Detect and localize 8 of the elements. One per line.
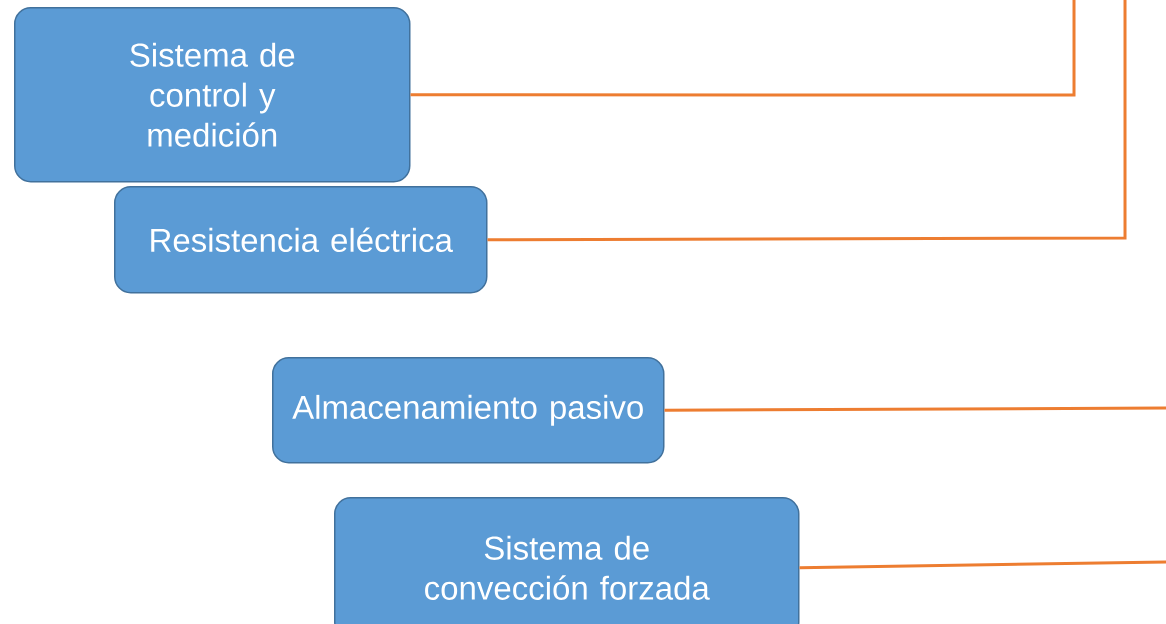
connector-line [799, 560, 1166, 570]
connector-line [664, 406, 1166, 412]
process-box: Sistema de convección forzada [334, 497, 800, 624]
process-box: Sistema de control y medición [14, 7, 411, 183]
process-box: Almacenamiento pasivo [272, 357, 665, 464]
connector-line [410, 0, 1076, 97]
process-box: Resistencia eléctrica [114, 186, 488, 294]
connector-line [487, 0, 1127, 242]
